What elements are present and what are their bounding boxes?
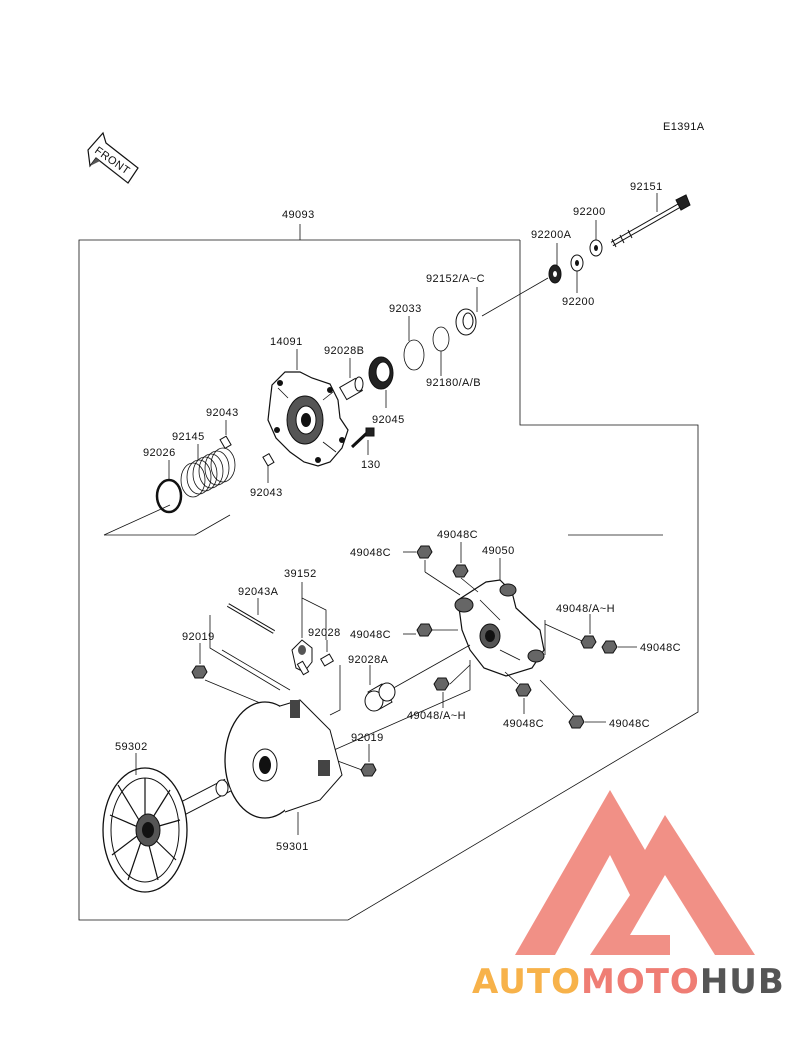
circlip-92033 — [403, 339, 425, 371]
pin-92043-top — [219, 435, 232, 450]
label-92200-top: 92200 — [573, 206, 606, 218]
nut-92019-top — [191, 665, 208, 679]
cover-14091 — [267, 371, 349, 467]
label-49048C-f: 49048C — [609, 718, 650, 730]
sheave-59301 — [224, 699, 343, 819]
shim-92180 — [432, 326, 450, 352]
nut-49048C-c — [416, 623, 433, 637]
watermark-text: AUTOMOTOHUB — [472, 962, 785, 1002]
ring-92026 — [155, 478, 183, 514]
label-92028B: 92028B — [324, 345, 364, 357]
label-92145: 92145 — [172, 431, 205, 443]
label-59301: 59301 — [276, 841, 309, 853]
label-92026: 92026 — [143, 447, 176, 459]
label-92200A: 92200A — [531, 229, 572, 241]
nut-49048AH-bottom — [433, 677, 450, 691]
nut-49048C-b — [452, 564, 469, 578]
label-92019-top: 92019 — [182, 631, 215, 643]
label-39152: 39152 — [284, 568, 317, 580]
nut-49048AH-right — [580, 635, 597, 649]
label-49048C-c: 49048C — [350, 629, 391, 641]
label-49048AH-bottom: 49048/A~H — [407, 710, 466, 722]
bolt-130 — [350, 427, 375, 449]
watermark-auto: AUTO — [472, 962, 581, 1002]
label-59302: 59302 — [115, 741, 148, 753]
label-49048C-b: 49048C — [437, 529, 478, 541]
diagram-id: E1391A — [663, 121, 705, 133]
bolt-92151 — [610, 194, 691, 248]
bushing-92028B — [339, 376, 364, 401]
label-92019-bottom: 92019 — [351, 732, 384, 744]
label-49093: 49093 — [282, 209, 315, 221]
label-92043-top: 92043 — [206, 407, 239, 419]
pin-92043A — [226, 603, 276, 634]
label-49048AH-right: 49048/A~H — [556, 603, 615, 615]
weight-39152 — [291, 639, 313, 676]
label-92180: 92180/A/B — [426, 377, 481, 389]
label-49048C-a: 49048C — [350, 547, 391, 559]
label-14091: 14091 — [270, 336, 303, 348]
sheave-59302 — [102, 767, 232, 893]
label-92200-bottom: 92200 — [562, 296, 595, 308]
nut-49048C-d — [601, 640, 618, 654]
label-92043-bottom: 92043 — [250, 487, 283, 499]
label-92152: 92152/A~C — [426, 273, 485, 285]
pin-92043-bottom — [262, 452, 275, 467]
label-92043A: 92043A — [238, 586, 279, 598]
label-49048C-d: 49048C — [640, 642, 681, 654]
bushing-92028A — [364, 682, 396, 712]
watermark-hub: HUB — [699, 962, 785, 1002]
assembly-outline — [78, 224, 699, 921]
label-92151: 92151 — [630, 181, 663, 193]
label-92028A: 92028A — [348, 654, 389, 666]
label-130: 130 — [361, 459, 381, 471]
bushing-92028 — [319, 653, 335, 667]
nut-92019-bottom — [360, 763, 377, 777]
nut-49048C-e — [515, 683, 532, 697]
nut-49048C-f — [568, 715, 585, 729]
label-92033: 92033 — [389, 303, 422, 315]
label-49050: 49050 — [482, 545, 515, 557]
spider-49050 — [454, 579, 545, 677]
label-92045: 92045 — [372, 414, 405, 426]
front-arrow-icon: FRONT — [87, 131, 139, 186]
nut-49048C-a — [416, 545, 433, 559]
label-92028: 92028 — [308, 627, 341, 639]
spring-92145 — [180, 447, 236, 498]
automotohub-logo-icon — [515, 790, 755, 955]
watermark-moto: MOTO — [580, 962, 700, 1002]
label-49048C-e: 49048C — [503, 718, 544, 730]
